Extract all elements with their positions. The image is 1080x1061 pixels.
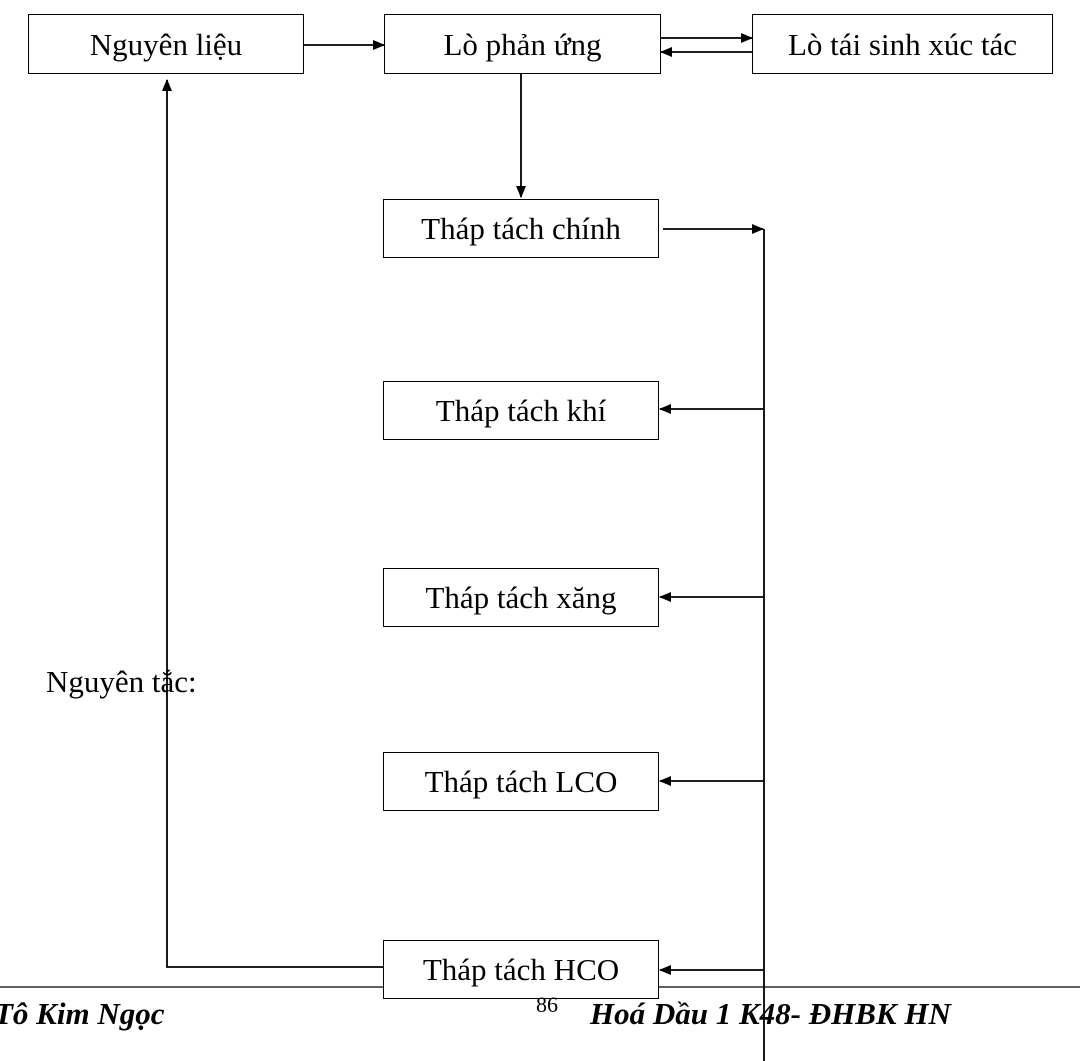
- node-thap-tach-lco: Tháp tách LCO: [383, 752, 659, 811]
- node-thap-tach-hco: Tháp tách HCO: [383, 940, 659, 999]
- node-lo-phan-ung-label: Lò phản ứng: [443, 26, 602, 62]
- node-thap-tach-chinh: Tháp tách chính: [383, 199, 659, 258]
- node-thap-tach-chinh-label: Tháp tách chính: [421, 211, 621, 246]
- node-thap-tach-lco-label: Tháp tách LCO: [424, 764, 618, 799]
- node-nguyen-lieu-label: Nguyên liệu: [89, 26, 243, 62]
- node-lo-tai-sinh: Lò tái sinh xúc tác: [752, 14, 1053, 74]
- footer-author: Tô Kim Ngọc: [0, 996, 165, 1031]
- footer-course: Hoá Dầu 1 K48- ĐHBK HN: [590, 996, 951, 1031]
- node-lo-phan-ung: Lò phản ứng: [384, 14, 661, 74]
- node-thap-tach-xang: Tháp tách xăng: [383, 568, 659, 627]
- node-nguyen-lieu: Nguyên liệu: [28, 14, 304, 74]
- node-lo-tai-sinh-label: Lò tái sinh xúc tác: [788, 26, 1017, 62]
- note-nguyen-tac: Nguyên tắc:: [46, 664, 197, 699]
- node-thap-tach-khi-label: Tháp tách khí: [435, 393, 607, 428]
- node-thap-tach-khi: Tháp tách khí: [383, 381, 659, 440]
- arrow-hco-recycle: [162, 79, 383, 968]
- node-thap-tach-xang-label: Tháp tách xăng: [425, 580, 617, 615]
- footer-page-number: 86: [536, 992, 558, 1017]
- node-thap-tach-hco-label: Tháp tách HCO: [422, 952, 620, 987]
